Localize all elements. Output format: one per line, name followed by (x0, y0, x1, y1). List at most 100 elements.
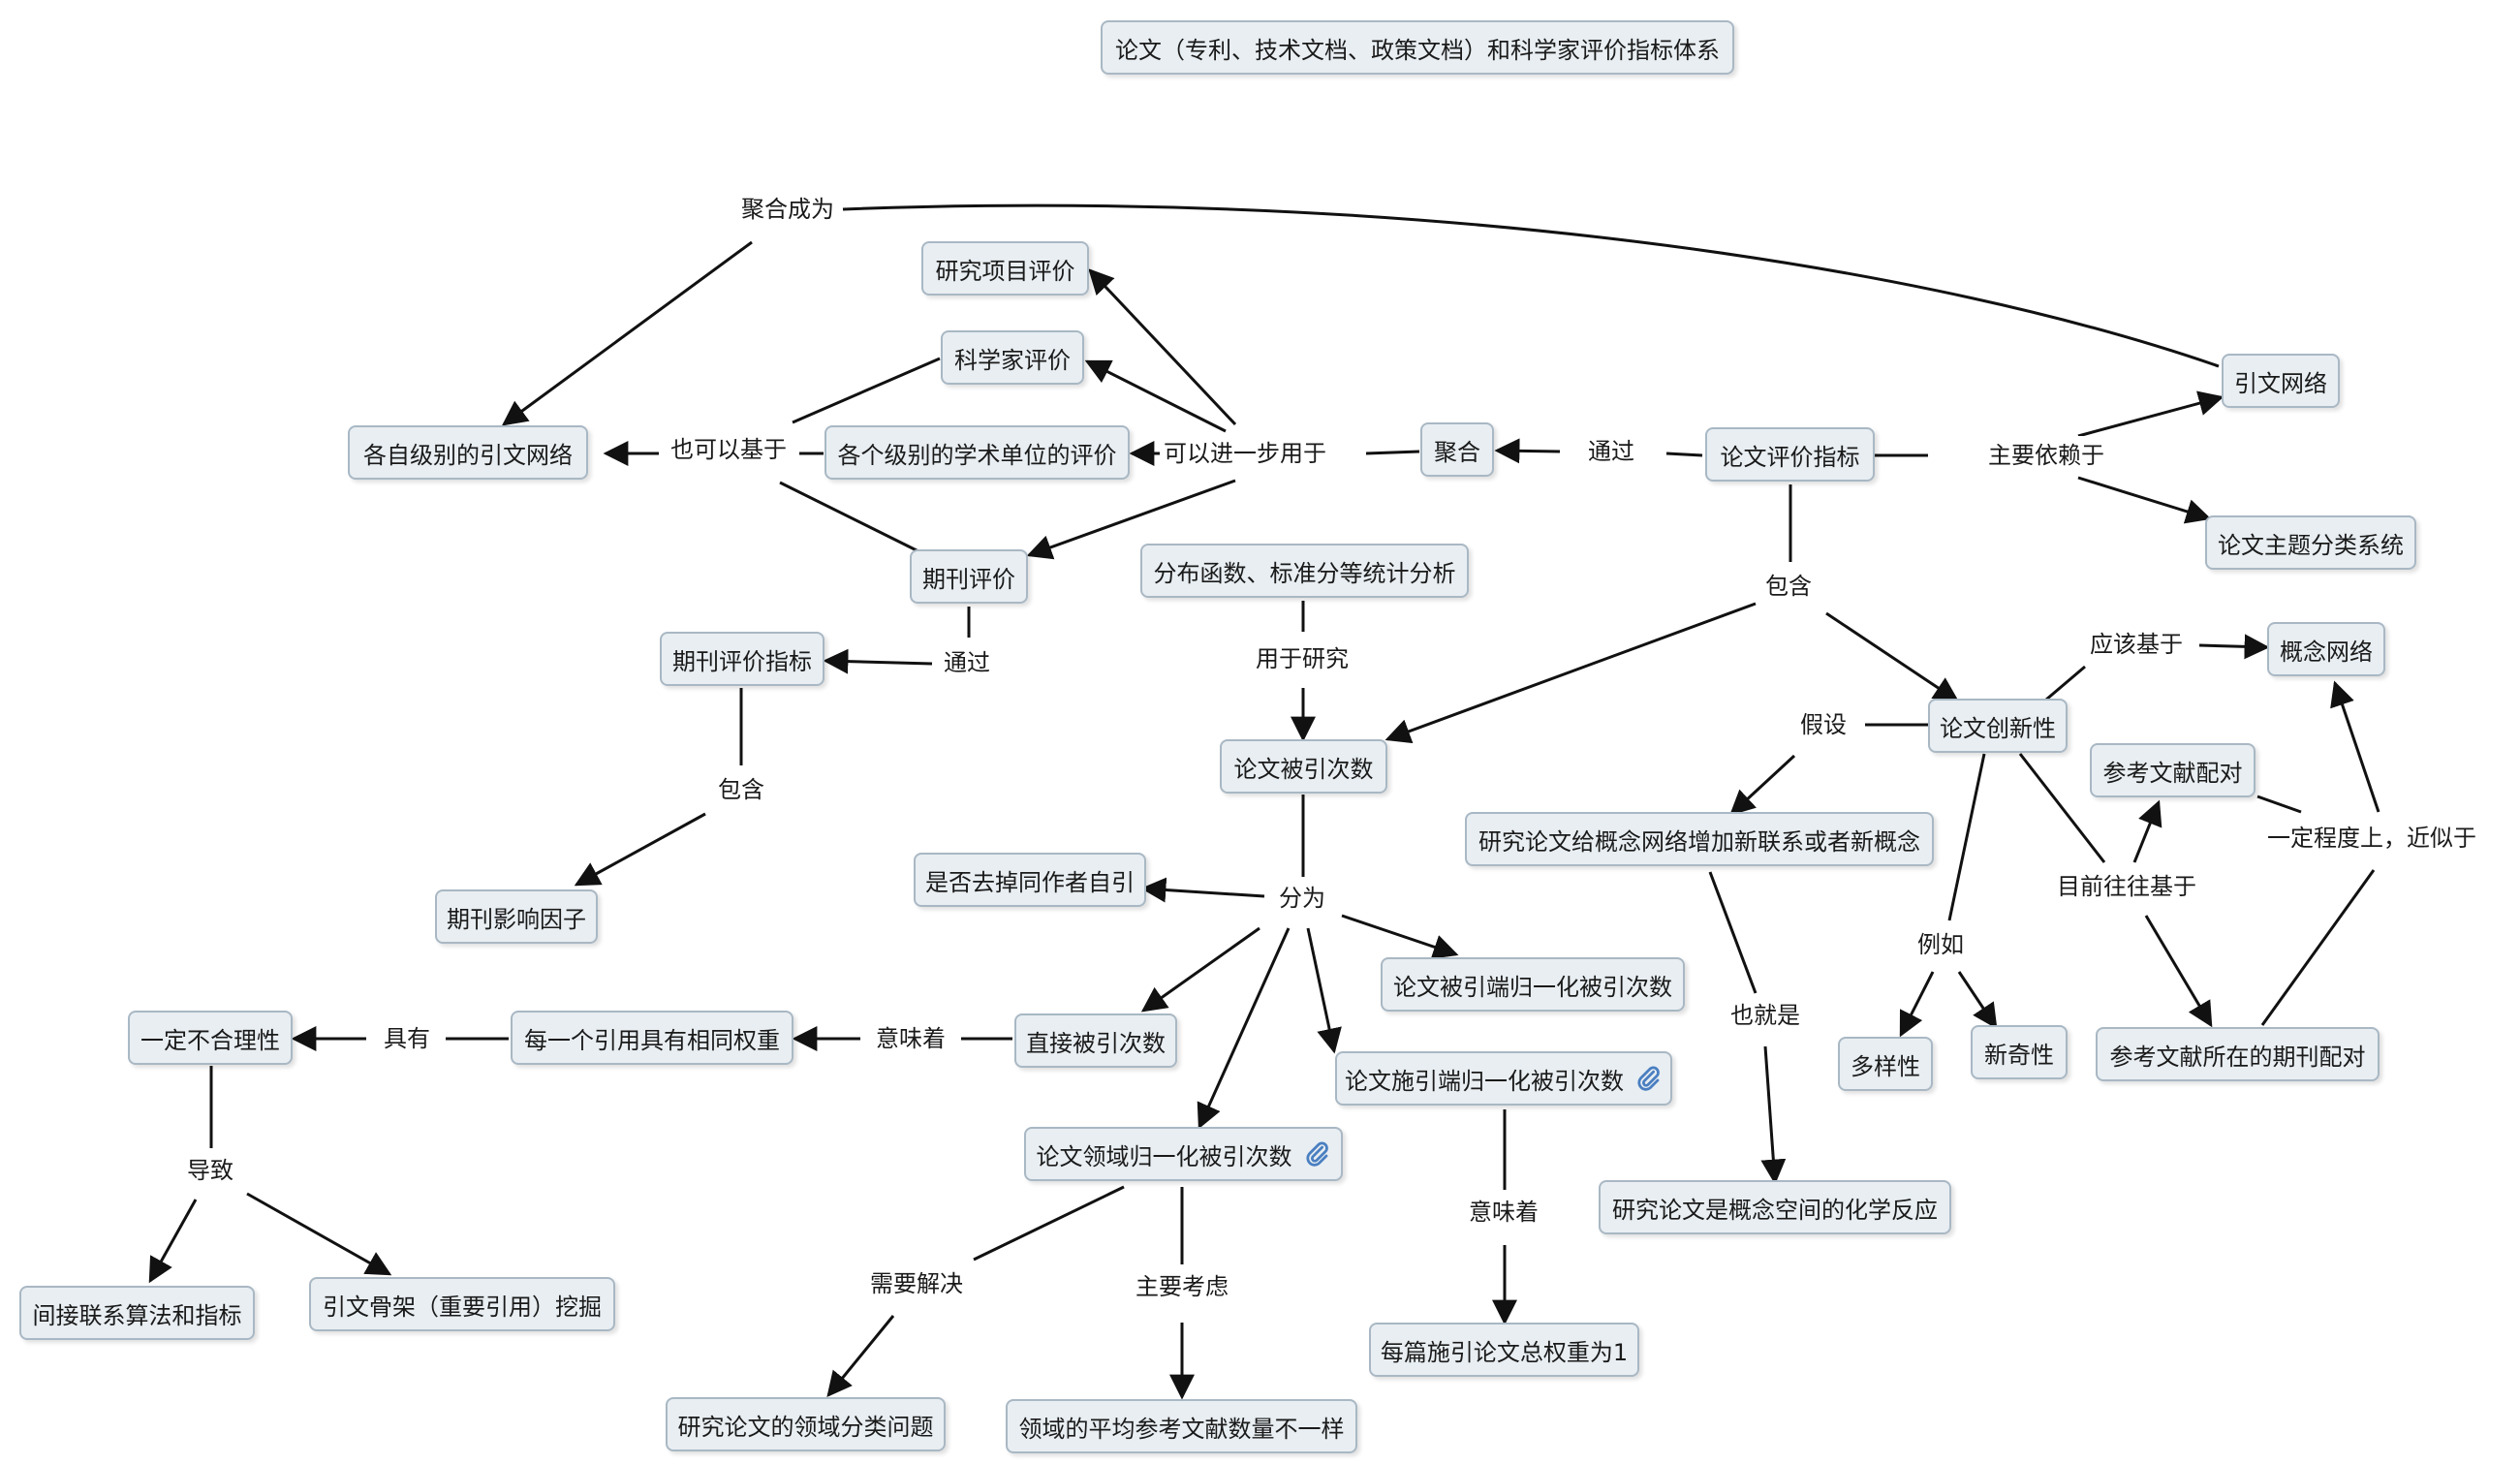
edge-example-diversity (1899, 971, 1935, 1038)
label-that-is: 也就是 (1727, 996, 1804, 1035)
node-citation-network[interactable]: 引文网络 (2222, 354, 2340, 408)
label-contains-2: 包含 (1761, 567, 1816, 606)
edge-assume-newlinks (1729, 754, 1796, 816)
edge-innovation-currently (2018, 753, 2106, 863)
edge-aggregate-further (1365, 450, 1420, 455)
label-approximately: 一定程度上，近似于 (2263, 819, 2480, 857)
label-mainly-based-on: 主要依赖于 (1984, 436, 2108, 475)
node-unit-eval[interactable]: 各个级别的学术单位的评价 (824, 425, 1130, 480)
label-contains-1: 包含 (714, 770, 768, 809)
label-needs-solving: 需要解决 (866, 1264, 967, 1303)
edge-divided-citingnorm (1306, 927, 1342, 1054)
label-has: 具有 (380, 1019, 434, 1058)
node-topic-classification[interactable]: 论文主题分类系统 (2205, 515, 2416, 570)
edge-divided-direct (1140, 926, 1260, 1013)
node-innovation[interactable]: 论文创新性 (1928, 699, 2068, 753)
edge-journal-also (779, 481, 921, 554)
node-chem-reaction[interactable]: 研究论文是概念空间的化学反应 (1599, 1180, 1951, 1234)
edge-contains-innovation (1825, 611, 1960, 702)
label-means-2: 意味着 (1465, 1193, 1542, 1231)
node-impact-factor[interactable]: 期刊影响因子 (435, 889, 598, 944)
node-scientist-eval[interactable]: 科学家评价 (941, 330, 1084, 385)
label-also-based-on: 也可以基于 (667, 430, 791, 469)
node-unreasonable[interactable]: 一定不合理性 (128, 1011, 293, 1065)
label-means-1: 意味着 (872, 1019, 949, 1058)
edge-divided-self (1140, 877, 1265, 903)
edge-that-is-chem (1760, 1045, 1787, 1185)
edge-via2-index (823, 648, 933, 674)
edge-innovation-example (1947, 753, 1986, 921)
edge-example-novelty (1957, 971, 1998, 1030)
label-aggregate-into: 聚合成为 (737, 190, 838, 229)
edge-further-project (1088, 268, 1237, 426)
label-via-1: 通过 (1584, 432, 1638, 471)
node-indirect-algo[interactable]: 间接联系算法和指标 (19, 1286, 255, 1340)
edge-leads-backbone (246, 1192, 392, 1276)
node-citing-norm[interactable]: 论文施引端归一化被引次数 (1335, 1051, 1672, 1106)
edge-index-via (1665, 452, 1703, 457)
node-journal-eval-index[interactable]: 期刊评价指标 (660, 632, 824, 686)
node-new-links[interactable]: 研究论文给概念网络增加新联系或者新概念 (1465, 812, 1934, 866)
node-total-weight[interactable]: 每篇施引论文总权重为1 (1369, 1323, 1639, 1377)
edge-contains-if (574, 812, 706, 887)
label-divided-into: 分为 (1275, 879, 1329, 918)
edge-divided-field (1197, 927, 1291, 1130)
node-journal-pairs[interactable]: 参考文献所在的期刊配对 (2096, 1027, 2380, 1081)
node-novelty[interactable]: 新奇性 (1971, 1025, 2068, 1079)
edge-via-aggregate (1494, 438, 1561, 464)
node-level-citation-networks[interactable]: 各自级别的引文网络 (348, 425, 588, 480)
node-equal-weight[interactable]: 每一个引用具有相同权重 (511, 1011, 793, 1065)
node-diversity[interactable]: 多样性 (1838, 1037, 1933, 1091)
edge-approx-concept (2330, 680, 2380, 813)
edge-divided-citednorm (1341, 914, 1459, 959)
diagram-title: 论文（专利、技术文档、政策文档）和科学家评价指标体系 (1101, 20, 1734, 75)
label-leads-to: 导致 (183, 1151, 237, 1190)
label-assume: 假设 (1796, 705, 1851, 744)
edge-journalpairs-approx (2260, 869, 2376, 1026)
label-for-example: 例如 (1913, 925, 1968, 964)
node-self-citation[interactable]: 是否去掉同作者自引 (914, 853, 1146, 907)
node-ref-pairs[interactable]: 参考文献配对 (2090, 743, 2256, 797)
edge-newlinks-that-is (1708, 871, 1758, 994)
edge-scientist-also (792, 357, 941, 424)
label-mainly-considers: 主要考虑 (1132, 1267, 1232, 1306)
paperclip-icon[interactable] (1302, 1139, 1331, 1169)
node-paper-eval-index[interactable]: 论文评价指标 (1705, 427, 1875, 482)
node-field-classification[interactable]: 研究论文的领域分类问题 (666, 1397, 946, 1451)
edge-should-concept (2198, 634, 2270, 660)
node-stat-analysis[interactable]: 分布函数、标准分等统计分析 (1140, 544, 1469, 598)
node-concept-network[interactable]: 概念网络 (2267, 622, 2385, 676)
label-currently-based-on: 目前往往基于 (2053, 867, 2200, 906)
label-should-be-based-on: 应该基于 (2086, 625, 2187, 664)
edge-currently-journalpairs (2144, 915, 2213, 1028)
edge-refpairs-approx (2256, 795, 2302, 814)
edge-aggregate-into-citation-network (842, 203, 2220, 368)
node-citation-count[interactable]: 论文被引次数 (1220, 739, 1387, 794)
label-via-2: 通过 (940, 643, 994, 682)
node-project-eval[interactable]: 研究项目评价 (921, 241, 1089, 296)
edge-currently-refpairs (2132, 799, 2162, 863)
node-field-norm[interactable]: 论文领域归一化被引次数 (1024, 1127, 1343, 1181)
node-journal-eval[interactable]: 期刊评价 (910, 549, 1028, 604)
edge-further-journal (1026, 479, 1236, 560)
edge-mainly-topic (2077, 476, 2212, 524)
node-citing-norm-label: 论文施引端归一化被引次数 (1345, 1067, 1624, 1095)
edge-contains-citation (1384, 602, 1757, 744)
node-field-norm-label: 论文领域归一化被引次数 (1036, 1142, 1292, 1170)
label-used-to-study: 用于研究 (1252, 639, 1353, 678)
label-further-used-for: 可以进一步用于 (1160, 434, 1330, 473)
edge-needs-classification (826, 1315, 895, 1398)
node-cited-norm[interactable]: 论文被引端归一化被引次数 (1381, 957, 1685, 1012)
paperclip-icon[interactable] (1633, 1064, 1663, 1093)
edge-innovation-should (2045, 665, 2086, 701)
node-backbone[interactable]: 引文骨架（重要引用）挖掘 (309, 1277, 615, 1331)
node-aggregate[interactable]: 聚合 (1420, 422, 1494, 477)
node-direct-count[interactable]: 直接被引次数 (1014, 1013, 1177, 1068)
edge-mainly-citation-network (2077, 390, 2224, 438)
edge-field-needs (973, 1185, 1125, 1262)
edge-aggregate-into-level-networks (501, 240, 753, 426)
node-avg-refs[interactable]: 领域的平均参考文献数量不一样 (1006, 1399, 1357, 1453)
edge-leads-indirect (148, 1199, 198, 1284)
